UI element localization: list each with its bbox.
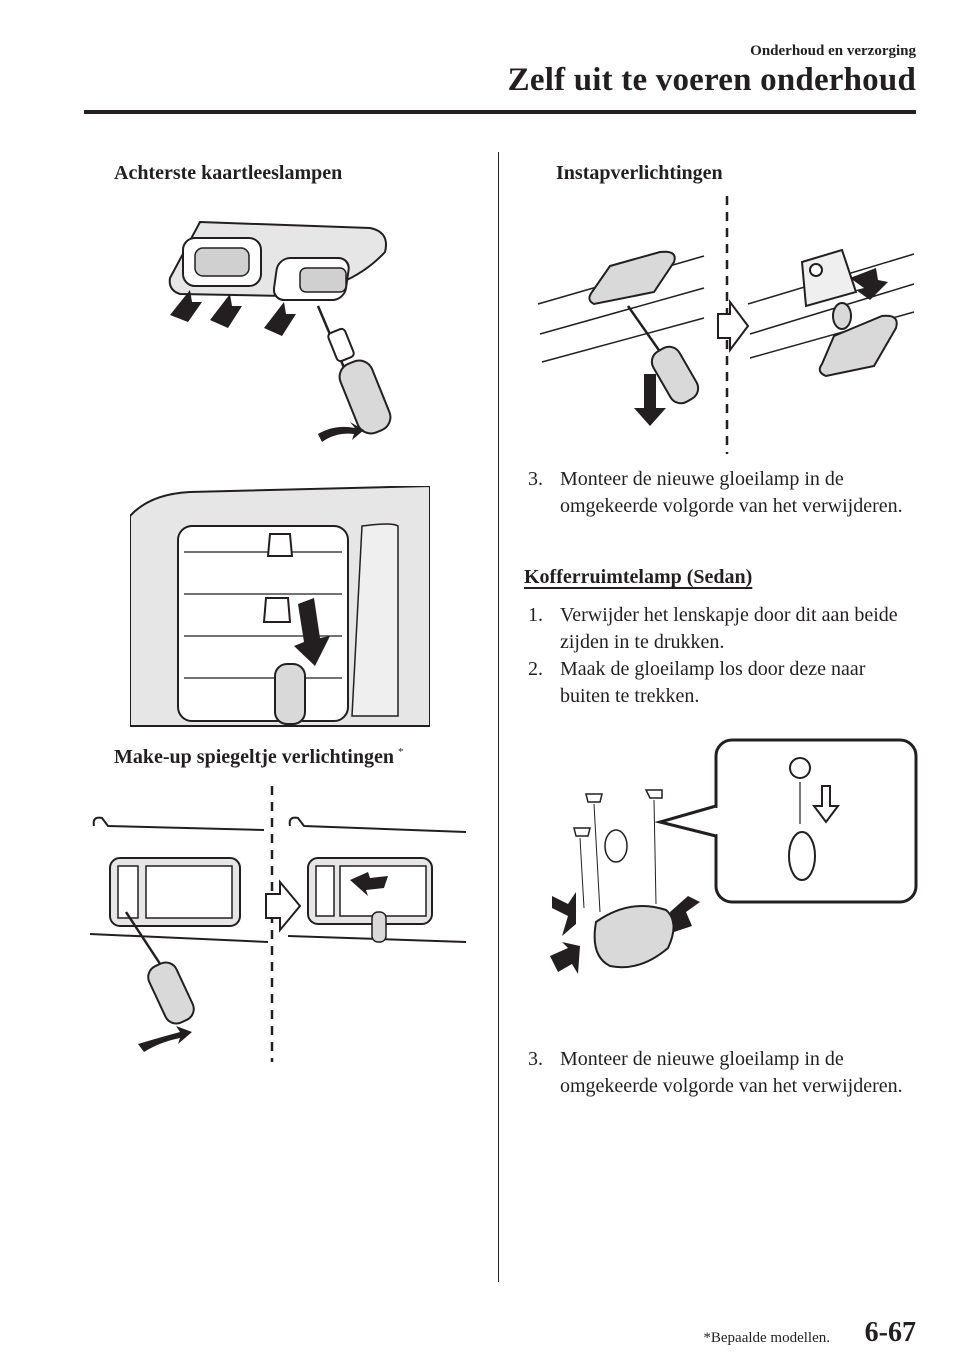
subhead-rear-map-lamps: Achterste kaartleeslampen: [114, 162, 343, 184]
step-number: 1.: [528, 604, 543, 626]
illustration-trunk-lamp: [550, 738, 918, 974]
page-number: 6-67: [864, 1317, 916, 1348]
header-rule: [84, 110, 916, 114]
subhead-entry-lights: Instapverlichtingen: [556, 162, 723, 184]
step-text: Monteer de nieuwe gloeilamp in de omgeke…: [560, 468, 903, 517]
illustration-entry-lights: [537, 196, 915, 454]
illustration-map-lamp-bulb: [130, 486, 430, 727]
list-item: 3. Monteer de nieuwe gloeilamp in de omg…: [528, 466, 940, 520]
chapter-title: Zelf uit te voeren onderhoud: [507, 62, 916, 98]
footnote-marker: *: [397, 746, 404, 759]
section-title-trunk-lamp: Kofferruimtelamp (Sedan): [524, 566, 753, 588]
list-item: 2. Maak de gloeilamp los door deze naar …: [528, 656, 910, 710]
illustration-rear-map-lamps: [168, 220, 392, 442]
steps-list: 1. Verwijder het lenskapje door dit aan …: [528, 602, 910, 710]
step-number: 3.: [528, 1048, 543, 1070]
step-text: Maak de gloeilamp los door deze naar bui…: [560, 658, 866, 707]
step-text: Monteer de nieuwe gloeilamp in de omgeke…: [560, 1048, 903, 1097]
step-number: 2.: [528, 658, 543, 680]
step-text: Verwijder het lenskapje door dit aan bei…: [560, 604, 898, 653]
list-item: 3. Monteer de nieuwe gloeilamp in de omg…: [528, 1046, 940, 1100]
step-number: 3.: [528, 468, 543, 490]
footnote: *Bepaalde modellen.: [703, 1330, 830, 1346]
subhead-vanity-mirror-lamps: Make-up spiegeltje verlichtingen*: [114, 746, 404, 768]
list-item: 1. Verwijder het lenskapje door dit aan …: [528, 602, 910, 656]
section-label: Onderhoud en verzorging: [750, 43, 916, 59]
column-divider: [498, 152, 499, 1282]
illustration-vanity-mirror-lamps: [89, 786, 467, 1062]
